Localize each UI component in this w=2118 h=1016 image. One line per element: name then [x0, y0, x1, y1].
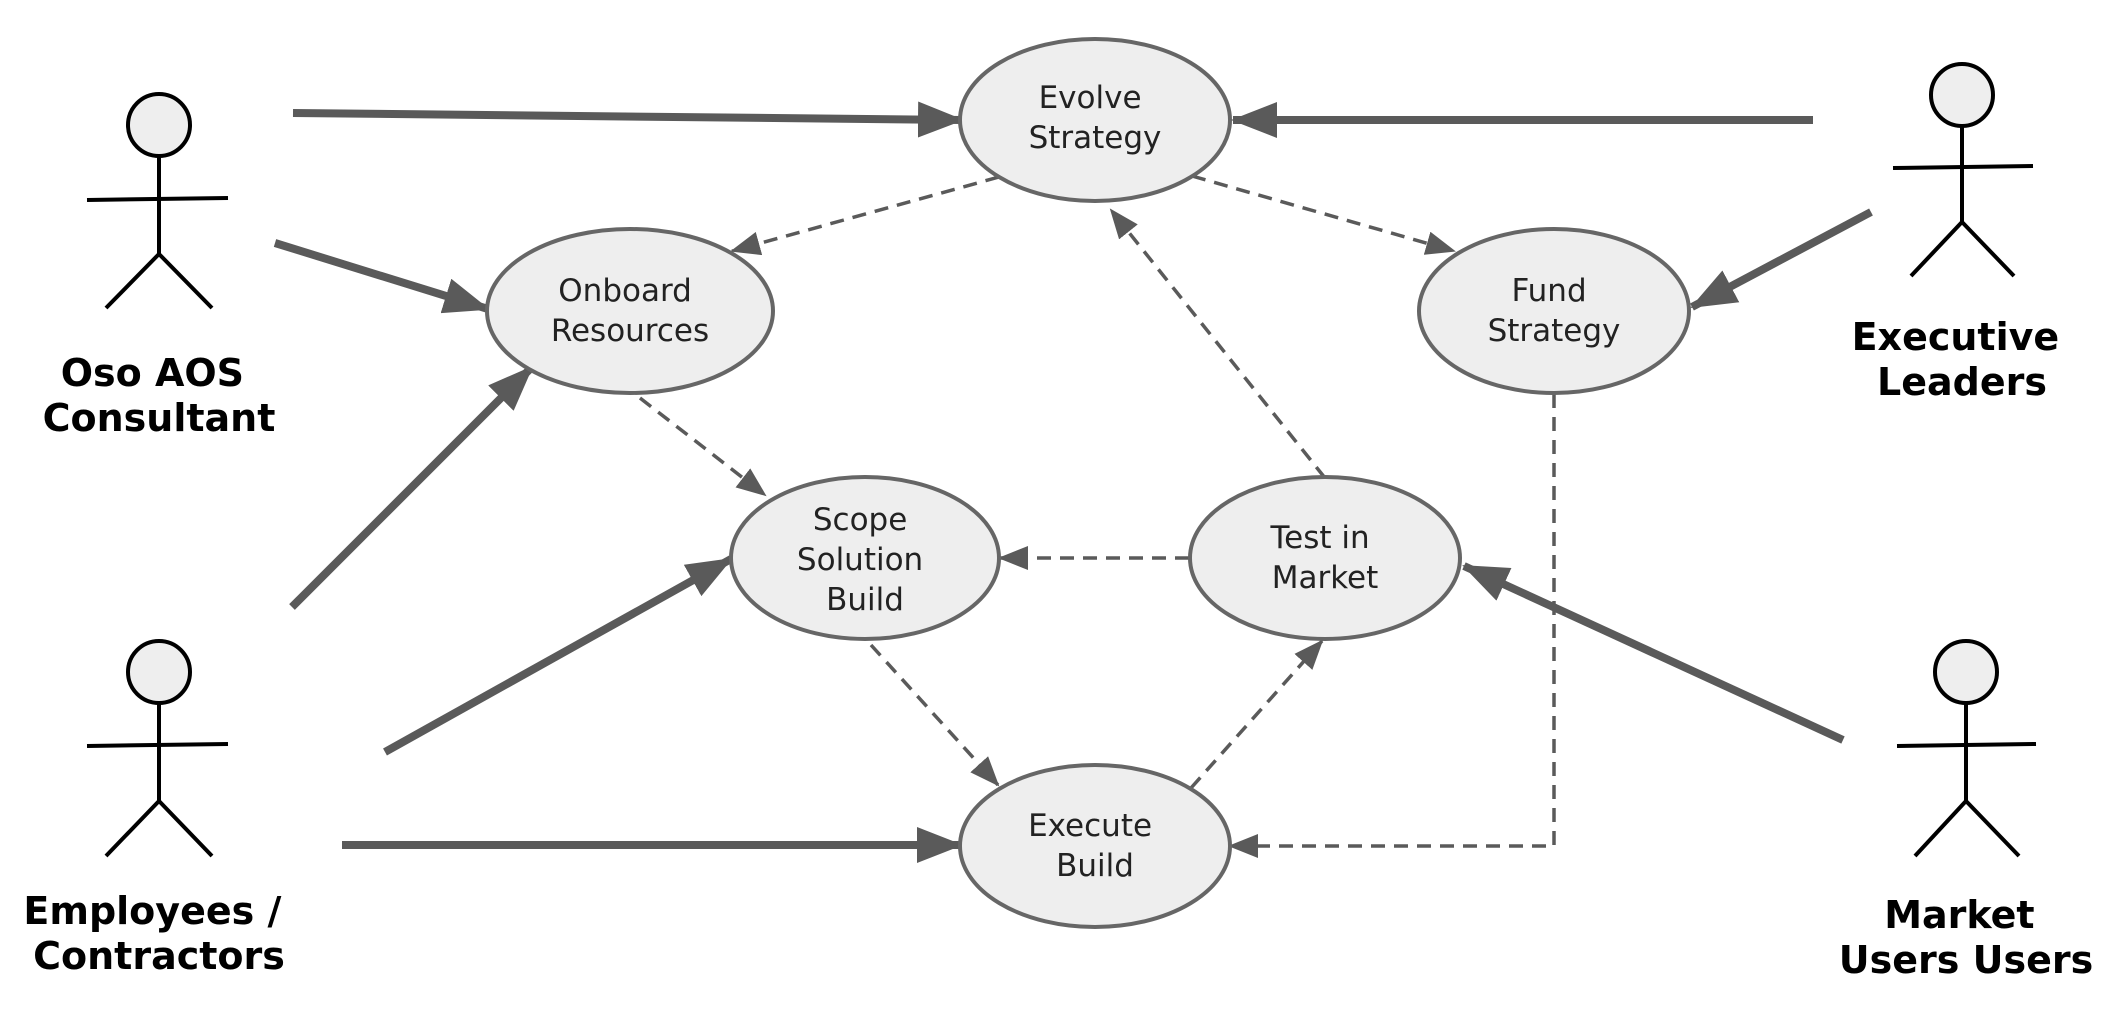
dep-onboard-to-scope [638, 396, 767, 497]
actor-label: Executive Leaders [1852, 315, 2073, 404]
use-case-ellipse [958, 37, 1232, 203]
dep-evolve-to-onboard [730, 175, 1000, 256]
use-case-label: Execute Build [1028, 808, 1162, 884]
stick-figure-icon [86, 92, 229, 310]
use-case-label: Scope Solution Build [797, 502, 933, 618]
use-case-ellipse [485, 227, 775, 395]
actor-executive-leaders[interactable]: Executive Leaders [1852, 62, 2073, 404]
actor-employees-contractors[interactable]: Employees / Contractors [23, 639, 294, 978]
use-case-onboard-resources[interactable]: Onboard Resources [485, 227, 775, 395]
use-case-label: Onboard Resources [551, 273, 709, 349]
use-case-ellipse [1188, 475, 1462, 641]
dep-execute-to-test [1189, 639, 1324, 790]
arrow-employees-to-scope [383, 555, 733, 756]
arrow-market-to-test [1462, 562, 1845, 744]
dep-evolve-to-fund [1191, 174, 1456, 255]
use-case-ellipse [1417, 227, 1691, 395]
use-case-test-in-market[interactable]: Test in Market [1188, 475, 1462, 641]
association-arrows [273, 101, 1873, 863]
dep-scope-to-execute [869, 643, 1000, 787]
actor-label: Market Users Users [1839, 893, 2093, 982]
actor-market-users[interactable]: Market Users Users [1839, 639, 2093, 982]
actor-label: Oso AOS Consultant [43, 351, 276, 440]
stick-figure-icon [1892, 62, 2034, 278]
use-case-fund-strategy[interactable]: Fund Strategy [1417, 227, 1691, 395]
use-case-label: Evolve Strategy [1029, 80, 1162, 156]
use-case-ellipse [958, 763, 1232, 929]
dep-fund-to-execute [1228, 394, 1556, 858]
actor-oso-aos-consultant[interactable]: Oso AOS Consultant [43, 92, 276, 440]
stick-figure-icon [86, 639, 229, 858]
use-case-label: Fund Strategy [1488, 273, 1621, 349]
dep-test-to-evolve [1109, 208, 1327, 480]
use-case-evolve-strategy[interactable]: Evolve Strategy [958, 37, 1232, 203]
arrow-consultant-to-evolve [292, 101, 964, 138]
stick-figure-icon [1896, 639, 2037, 858]
dependency-arrows [638, 174, 1556, 858]
arrow-consultant-to-onboard [273, 239, 490, 314]
use-case-scope-solution-build[interactable]: Scope Solution Build [729, 475, 1001, 641]
use-case-label: Test in Market [1269, 520, 1379, 596]
arrow-executives-to-fund [1690, 208, 1873, 311]
actor-label: Employees / Contractors [23, 889, 294, 978]
use-case-execute-build[interactable]: Execute Build [958, 763, 1232, 929]
arrow-employees-to-onboard [289, 364, 535, 610]
use-case-ellipse [729, 475, 1001, 641]
